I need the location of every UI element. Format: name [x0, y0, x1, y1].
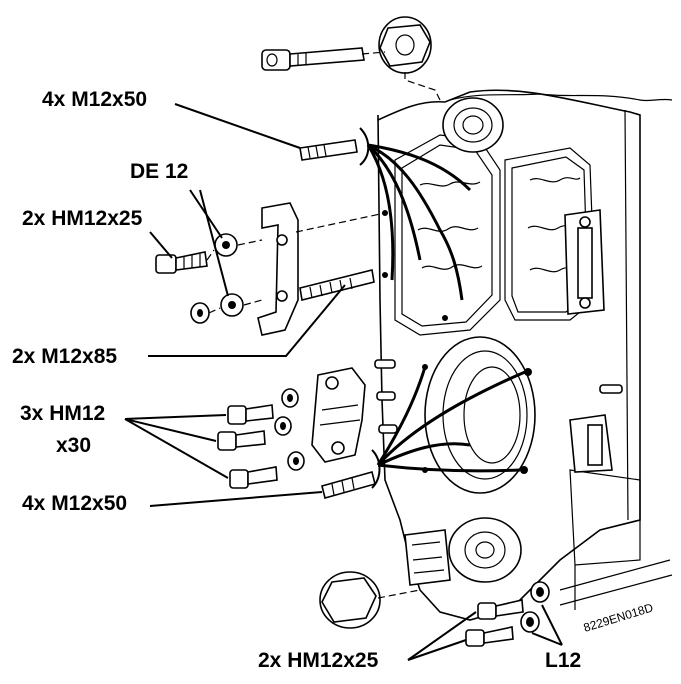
boiler-frame	[374, 89, 673, 621]
label-de12: DE 12	[130, 160, 188, 183]
guide-line-2	[295, 212, 386, 233]
l12-washer-1	[530, 581, 550, 603]
label-hm12x25-bottom: 2x HM12x25	[258, 649, 379, 672]
hm12x25-bolt-bottom-2	[465, 626, 514, 647]
label-top-m12x50: 4x M12x50	[42, 88, 147, 111]
l12-washer-2	[520, 611, 540, 633]
figure-code: 8229EN018D	[582, 600, 655, 635]
hm12x25-bolt-bottom-1	[477, 599, 524, 620]
de12-washer-top	[214, 233, 238, 257]
guide-line-5	[208, 307, 221, 314]
guide-line-4	[206, 249, 215, 261]
hm12x30-bolt-3	[229, 451, 305, 489]
guide-line-3	[243, 299, 263, 306]
hm12x30-bolt-1	[227, 388, 299, 425]
label-hm12-line1: 3x HM12	[20, 402, 105, 425]
leader-lines	[124, 103, 563, 661]
m12x50-stud-top	[299, 139, 358, 161]
label-m12x85: 2x M12x85	[12, 345, 117, 368]
m12x85-stud	[299, 269, 375, 301]
hm12x30-bolt-2	[217, 416, 292, 451]
small-nut-left	[190, 302, 210, 324]
bottom-flange-nut	[319, 571, 421, 629]
label-hm12-line2: x30	[56, 434, 91, 457]
label-bottom-m12x50: 4x M12x50	[22, 492, 127, 515]
top-flange-nut	[361, 16, 441, 101]
guide-line-1	[237, 239, 263, 246]
clamp-block	[311, 367, 366, 463]
label-hm12x25-left: 2x HM12x25	[22, 207, 143, 230]
label-l12: L12	[545, 649, 581, 672]
m12x50-stud-bottom	[321, 471, 376, 499]
cable-bundle-top	[359, 127, 472, 301]
hm12x25-bolt-left	[155, 251, 208, 274]
de12-washer-bottom	[220, 293, 244, 317]
mounting-bracket	[257, 202, 299, 336]
top-long-bolt	[261, 47, 365, 71]
cable-bundle-bottom	[371, 366, 526, 489]
